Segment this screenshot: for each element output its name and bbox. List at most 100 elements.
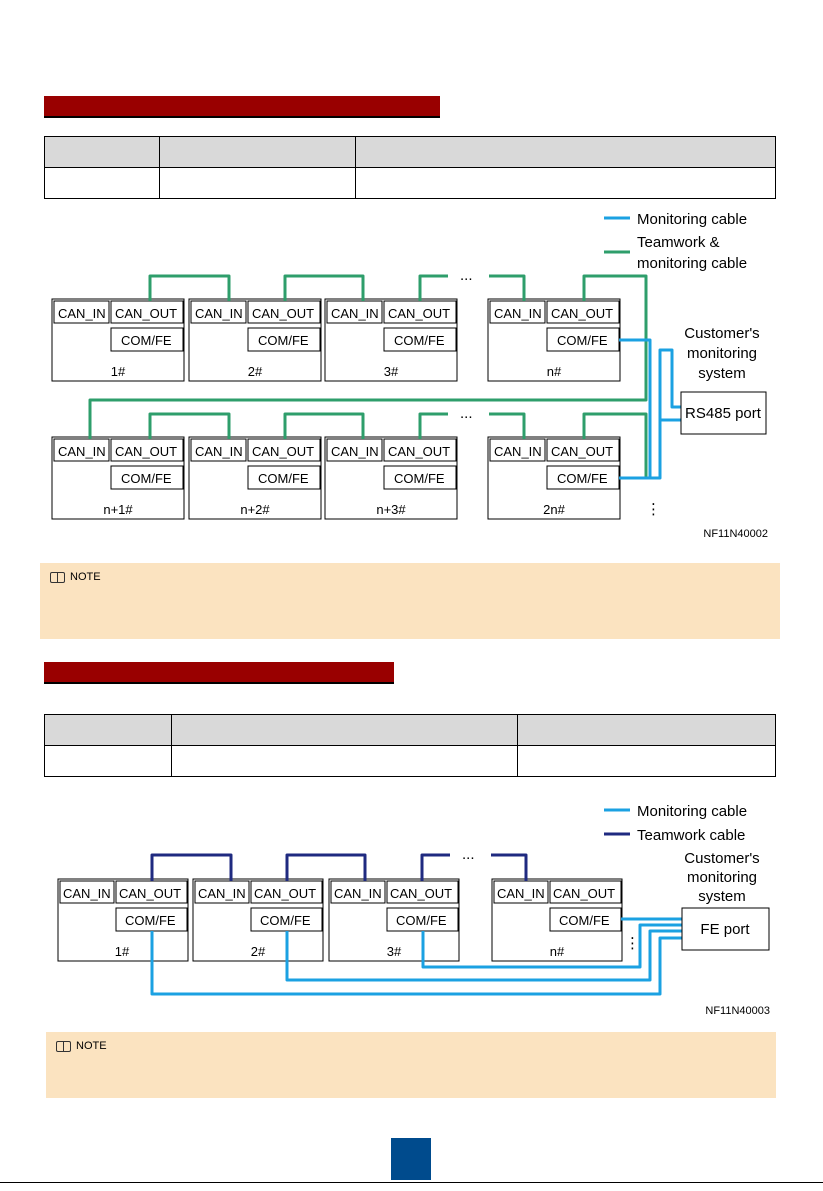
monitoring-cables: [150, 917, 682, 996]
unit-label: 2#: [248, 364, 263, 379]
com-fe-port: COM/FE: [125, 913, 176, 928]
can-in-port: CAN_IN: [195, 444, 243, 459]
can-in-port: CAN_IN: [331, 306, 379, 321]
unit-2: CAN_IN CAN_OUT COM/FE 2#: [192, 878, 324, 962]
legend-monitoring-label: Monitoring cable: [637, 211, 747, 228]
figure-id: NF11N40002: [703, 528, 768, 540]
unit-label: 1#: [111, 364, 126, 379]
unit-label: 3#: [387, 944, 402, 959]
can-out-port: CAN_OUT: [388, 444, 450, 459]
unit-n-plus-1: CAN_IN CAN_OUT COM/FE n+1#: [51, 436, 185, 520]
unit-label: n#: [550, 944, 565, 959]
table-header-cell: [171, 714, 518, 746]
section-title-bar: [44, 662, 394, 684]
can-in-port: CAN_IN: [331, 444, 379, 459]
unit-n-plus-3: CAN_IN CAN_OUT COM/FE n+3#: [324, 436, 458, 520]
can-out-port: CAN_OUT: [252, 444, 314, 459]
unit-3: CAN_IN CAN_OUT COM/FE 3#: [328, 878, 460, 962]
legend-monitoring-label: Monitoring cable: [637, 803, 747, 820]
table-cell: [517, 745, 776, 777]
spec-table: [44, 136, 776, 199]
com-fe-port: COM/FE: [121, 471, 172, 486]
can-out-port: CAN_OUT: [390, 886, 452, 901]
table-header-cell: [44, 136, 160, 168]
com-fe-port: COM/FE: [121, 333, 172, 348]
table-header-cell: [355, 136, 776, 168]
com-fe-port: COM/FE: [396, 913, 447, 928]
book-icon: [56, 1040, 72, 1052]
customer-system-label: monitoring: [687, 345, 757, 362]
can-in-port: CAN_IN: [195, 306, 243, 321]
com-fe-port: COM/FE: [557, 471, 608, 486]
can-in-port: CAN_IN: [334, 886, 382, 901]
unit-label: n+2#: [240, 502, 270, 517]
can-in-port: CAN_IN: [494, 306, 542, 321]
book-icon: [50, 571, 66, 583]
can-in-port: CAN_IN: [497, 886, 545, 901]
can-in-port: CAN_IN: [58, 444, 106, 459]
customer-system-label: Customer's: [684, 325, 759, 342]
table-row: [44, 745, 776, 777]
unit-label: 2n#: [543, 502, 565, 517]
can-out-port: CAN_OUT: [551, 444, 613, 459]
table-cell: [355, 167, 776, 199]
com-fe-port: COM/FE: [559, 913, 610, 928]
unit-1: CAN_IN CAN_OUT COM/FE 1#: [57, 878, 189, 962]
table-cell: [171, 745, 518, 777]
unit-label: 2#: [251, 944, 266, 959]
unit-n-plus-2: CAN_IN CAN_OUT COM/FE n+2#: [188, 436, 322, 520]
note-box: NOTE: [46, 1032, 776, 1098]
table-header-row: [44, 136, 776, 168]
can-out-port: CAN_OUT: [553, 886, 615, 901]
com-fe-port: COM/FE: [258, 333, 309, 348]
can-in-port: CAN_IN: [494, 444, 542, 459]
customer-system-label: Customer's: [684, 850, 759, 867]
can-in-port: CAN_IN: [58, 306, 106, 321]
rs485-networking-diagram: Monitoring cable Teamwork & monitoring c…: [51, 211, 768, 540]
ellipsis: ...: [462, 846, 475, 863]
table-cell: [159, 167, 356, 199]
unit-n: CAN_IN CAN_OUT COM/FE n#: [491, 878, 623, 962]
note-box: NOTE: [40, 563, 780, 639]
table-cell: [44, 745, 172, 777]
note-label: NOTE: [70, 571, 101, 583]
customer-system-label: monitoring: [687, 869, 757, 886]
ellipsis: ...: [460, 267, 473, 284]
unit-3: CAN_IN CAN_OUT COM/FE 3#: [324, 298, 458, 382]
table-header-cell: [159, 136, 356, 168]
page-number-badge: [391, 1138, 431, 1180]
unit-label: n+1#: [103, 502, 133, 517]
table-header-row: [44, 714, 776, 746]
unit-n: CAN_IN CAN_OUT COM/FE n#: [487, 298, 621, 382]
can-out-port: CAN_OUT: [119, 886, 181, 901]
legend-teamwork-label: monitoring cable: [637, 255, 747, 272]
can-out-port: CAN_OUT: [115, 444, 177, 459]
vertical-ellipsis: ⋮: [625, 935, 640, 952]
unit-label: n+3#: [376, 502, 406, 517]
customer-system-label: system: [698, 888, 746, 905]
table-header-cell: [517, 714, 776, 746]
can-out-port: CAN_OUT: [254, 886, 316, 901]
table-row: [44, 167, 776, 199]
rs485-port-box: [680, 391, 767, 435]
section-title-bar: [44, 96, 440, 118]
table-cell: [44, 167, 160, 199]
can-out-port: CAN_OUT: [252, 306, 314, 321]
teamwork-cables: [150, 853, 528, 881]
figure-id: NF11N40003: [705, 1005, 770, 1017]
com-fe-port: COM/FE: [394, 471, 445, 486]
com-fe-port: COM/FE: [557, 333, 608, 348]
unit-label: 1#: [115, 944, 130, 959]
fe-networking-diagram: Monitoring cable Teamwork cable CAN_IN C…: [57, 803, 770, 1017]
com-fe-port: COM/FE: [260, 913, 311, 928]
can-in-port: CAN_IN: [198, 886, 246, 901]
unit-2: CAN_IN CAN_OUT COM/FE 2#: [188, 298, 322, 382]
legend-teamwork-label: Teamwork &: [637, 234, 720, 251]
ellipsis: ...: [460, 405, 473, 422]
can-out-port: CAN_OUT: [115, 306, 177, 321]
unit-2n: CAN_IN CAN_OUT COM/FE 2n#: [487, 436, 621, 520]
spec-table: [44, 714, 776, 777]
note-label: NOTE: [76, 1040, 107, 1052]
unit-label: 3#: [384, 364, 399, 379]
monitoring-cables: [619, 338, 681, 480]
